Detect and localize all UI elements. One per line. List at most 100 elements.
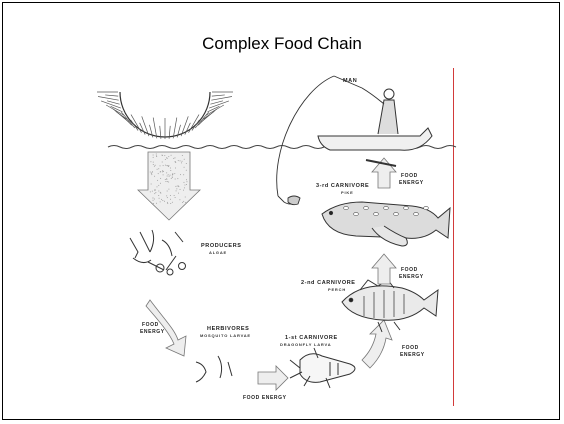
speckle-dot bbox=[170, 203, 171, 204]
speckle-dot bbox=[161, 199, 162, 200]
algae-illustration bbox=[130, 230, 186, 275]
label-herbivores: HERBIVORES bbox=[207, 326, 249, 332]
speckle-dot bbox=[177, 185, 178, 186]
dragonfly-larva-illustration bbox=[290, 348, 355, 388]
speckle-dot bbox=[170, 170, 171, 171]
pike-spot bbox=[394, 212, 399, 215]
speckle-dot bbox=[168, 189, 169, 190]
speckle-dot bbox=[183, 174, 184, 175]
speckle-dot bbox=[151, 173, 152, 174]
speckle-dot bbox=[186, 181, 187, 182]
speckle-dot bbox=[156, 154, 157, 155]
speckle-dot bbox=[178, 193, 179, 194]
speckle-dot bbox=[173, 158, 174, 159]
food-energy-arrow-up-mid bbox=[372, 254, 396, 284]
speckle-dot bbox=[150, 191, 151, 192]
food-energy-arrow-left bbox=[146, 300, 186, 356]
speckle-dot bbox=[156, 186, 157, 187]
sun-illustration bbox=[97, 92, 233, 139]
speckle-dot bbox=[167, 175, 168, 176]
speckle-dot bbox=[175, 178, 176, 179]
pike-spot bbox=[374, 212, 379, 215]
speckle-dot bbox=[172, 177, 173, 178]
pike-illustration bbox=[322, 202, 450, 246]
speckle-dot bbox=[186, 163, 187, 164]
speckle-dot bbox=[153, 164, 154, 165]
speckle-dot bbox=[154, 176, 155, 177]
speckle-dot bbox=[171, 178, 172, 179]
speckle-dot bbox=[153, 203, 154, 204]
speckle-dot bbox=[153, 162, 154, 163]
pike-spot bbox=[384, 206, 389, 209]
speckle-dot bbox=[184, 167, 185, 168]
label-carnivore3: 3-rd CARNIVORE bbox=[316, 183, 369, 189]
sun-ray bbox=[98, 97, 119, 101]
speckle-dot bbox=[170, 175, 171, 176]
speckle-dot bbox=[169, 176, 170, 177]
speckle-dot bbox=[155, 192, 156, 193]
label-food-energy-top-a: FOOD bbox=[401, 173, 418, 179]
speckle-dot bbox=[164, 155, 165, 156]
speckle-dot bbox=[158, 168, 159, 169]
speckle-dot bbox=[175, 186, 176, 187]
mosquito-larvae-illustration bbox=[196, 356, 232, 382]
speckle-dot bbox=[153, 200, 154, 201]
speckle-dot bbox=[176, 190, 177, 191]
sunlight-arrow bbox=[138, 152, 200, 220]
speckle-dot bbox=[153, 157, 154, 158]
speckle-dot bbox=[155, 165, 156, 166]
speckle-dot bbox=[162, 170, 163, 171]
pike-spot bbox=[404, 206, 409, 209]
speckle-dot bbox=[167, 203, 168, 204]
label-food-energy-bottom: FOOD ENERGY bbox=[243, 395, 287, 401]
speckle-dot bbox=[185, 197, 186, 198]
speckle-dot bbox=[150, 171, 151, 172]
speckle-dot bbox=[154, 166, 155, 167]
speckle-dot bbox=[162, 200, 163, 201]
speckle-dot bbox=[153, 155, 154, 156]
speckle-dot bbox=[184, 184, 185, 185]
sun-ray bbox=[106, 105, 124, 116]
speckle-dot bbox=[174, 195, 175, 196]
speckle-dot bbox=[182, 161, 183, 162]
speckle-dot bbox=[170, 167, 171, 168]
speckle-dot bbox=[157, 180, 158, 181]
speckle-dot bbox=[168, 182, 169, 183]
speckle-dot bbox=[160, 183, 161, 184]
speckle-dot bbox=[167, 190, 168, 191]
speckle-dot bbox=[167, 181, 168, 182]
speckle-dot bbox=[164, 201, 165, 202]
speckle-dot bbox=[157, 169, 158, 170]
speckle-dot bbox=[168, 174, 169, 175]
speckle-dot bbox=[166, 172, 167, 173]
speckle-dot bbox=[174, 173, 175, 174]
sun-ray bbox=[211, 97, 232, 101]
speckle-dot bbox=[175, 197, 176, 198]
perch-illustration bbox=[342, 280, 438, 332]
speckle-dot bbox=[175, 168, 176, 169]
speckle-dot bbox=[155, 189, 156, 190]
speckle-dot bbox=[152, 198, 153, 199]
speckle-dot bbox=[163, 174, 164, 175]
speckle-dot bbox=[151, 184, 152, 185]
speckle-dot bbox=[158, 190, 159, 191]
speckle-dot bbox=[174, 157, 175, 158]
speckle-dot bbox=[170, 199, 171, 200]
label-carnivore2: 2-nd CARNIVORE bbox=[301, 280, 356, 286]
speckle-dot bbox=[160, 192, 161, 193]
speckle-dot bbox=[175, 161, 176, 162]
speckle-dot bbox=[151, 174, 152, 175]
label-man: MAN bbox=[343, 78, 357, 84]
speckle-dot bbox=[184, 159, 185, 160]
speckle-dot bbox=[158, 195, 159, 196]
speckle-dot bbox=[162, 171, 163, 172]
speckle-dot bbox=[166, 178, 167, 179]
speckle-dot bbox=[186, 170, 187, 171]
speckle-dot bbox=[172, 202, 173, 203]
speckle-dot bbox=[180, 160, 181, 161]
speckle-dot bbox=[183, 182, 184, 183]
label-food-energy-mid-b: ENERGY bbox=[399, 274, 424, 280]
speckle-dot bbox=[183, 190, 184, 191]
speckle-dot bbox=[186, 179, 187, 180]
speckle-dot bbox=[168, 156, 169, 157]
